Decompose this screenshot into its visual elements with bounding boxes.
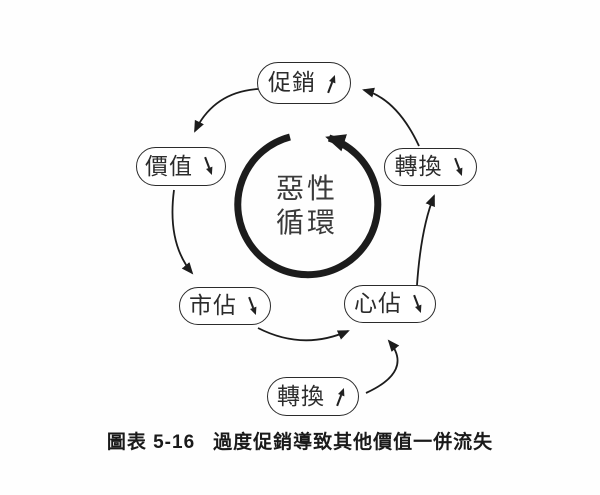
vicious-cycle-label-line1: 惡性	[275, 172, 338, 205]
node-conversion-right: 轉換	[384, 148, 477, 186]
vicious-cycle-label-line2: 循環	[275, 206, 338, 239]
arrow-promotion-to-value	[194, 88, 259, 133]
node-mind-share: 心佔	[344, 285, 436, 323]
arrow-mind-share-to-conversion-right	[416, 194, 435, 286]
trend-down-icon	[413, 294, 422, 313]
figure-caption-number: 圖表 5-16	[106, 432, 196, 453]
node-market-share-label: 市佔	[189, 293, 237, 319]
trend-up-icon	[327, 74, 336, 93]
node-promotion-label: 促銷	[268, 70, 316, 96]
arrow-conversion-bottom-to-mind-share	[365, 339, 400, 394]
figure-caption-title: 過度促銷導致其他價值一併流失	[213, 432, 494, 453]
node-conversion-right-label: 轉換	[394, 154, 443, 180]
trend-down-icon	[453, 157, 462, 176]
arrow-market-share-to-mind-share	[257, 327, 350, 342]
node-conversion-bottom: 轉換	[267, 377, 359, 416]
arrow-value-to-market-share	[171, 189, 194, 275]
vicious-cycle-circle-arrow	[234, 133, 382, 279]
node-value-label: 價值	[145, 153, 193, 180]
figure-caption: 圖表 5-16 過度促銷導致其他價值一併流失	[0, 431, 600, 455]
node-conversion-bottom-label: 轉換	[277, 383, 325, 410]
node-mind-share-label: 心佔	[354, 291, 402, 317]
trend-down-icon	[248, 296, 257, 315]
arrow-conversion-right-to-promotion	[362, 87, 420, 147]
node-value: 價值	[136, 147, 226, 186]
node-promotion: 促銷	[257, 62, 351, 104]
node-market-share: 市佔	[179, 287, 271, 325]
vicious-cycle-label: 惡性 循環	[237, 172, 377, 240]
trend-down-icon	[204, 156, 213, 175]
trend-up-icon	[336, 388, 345, 407]
